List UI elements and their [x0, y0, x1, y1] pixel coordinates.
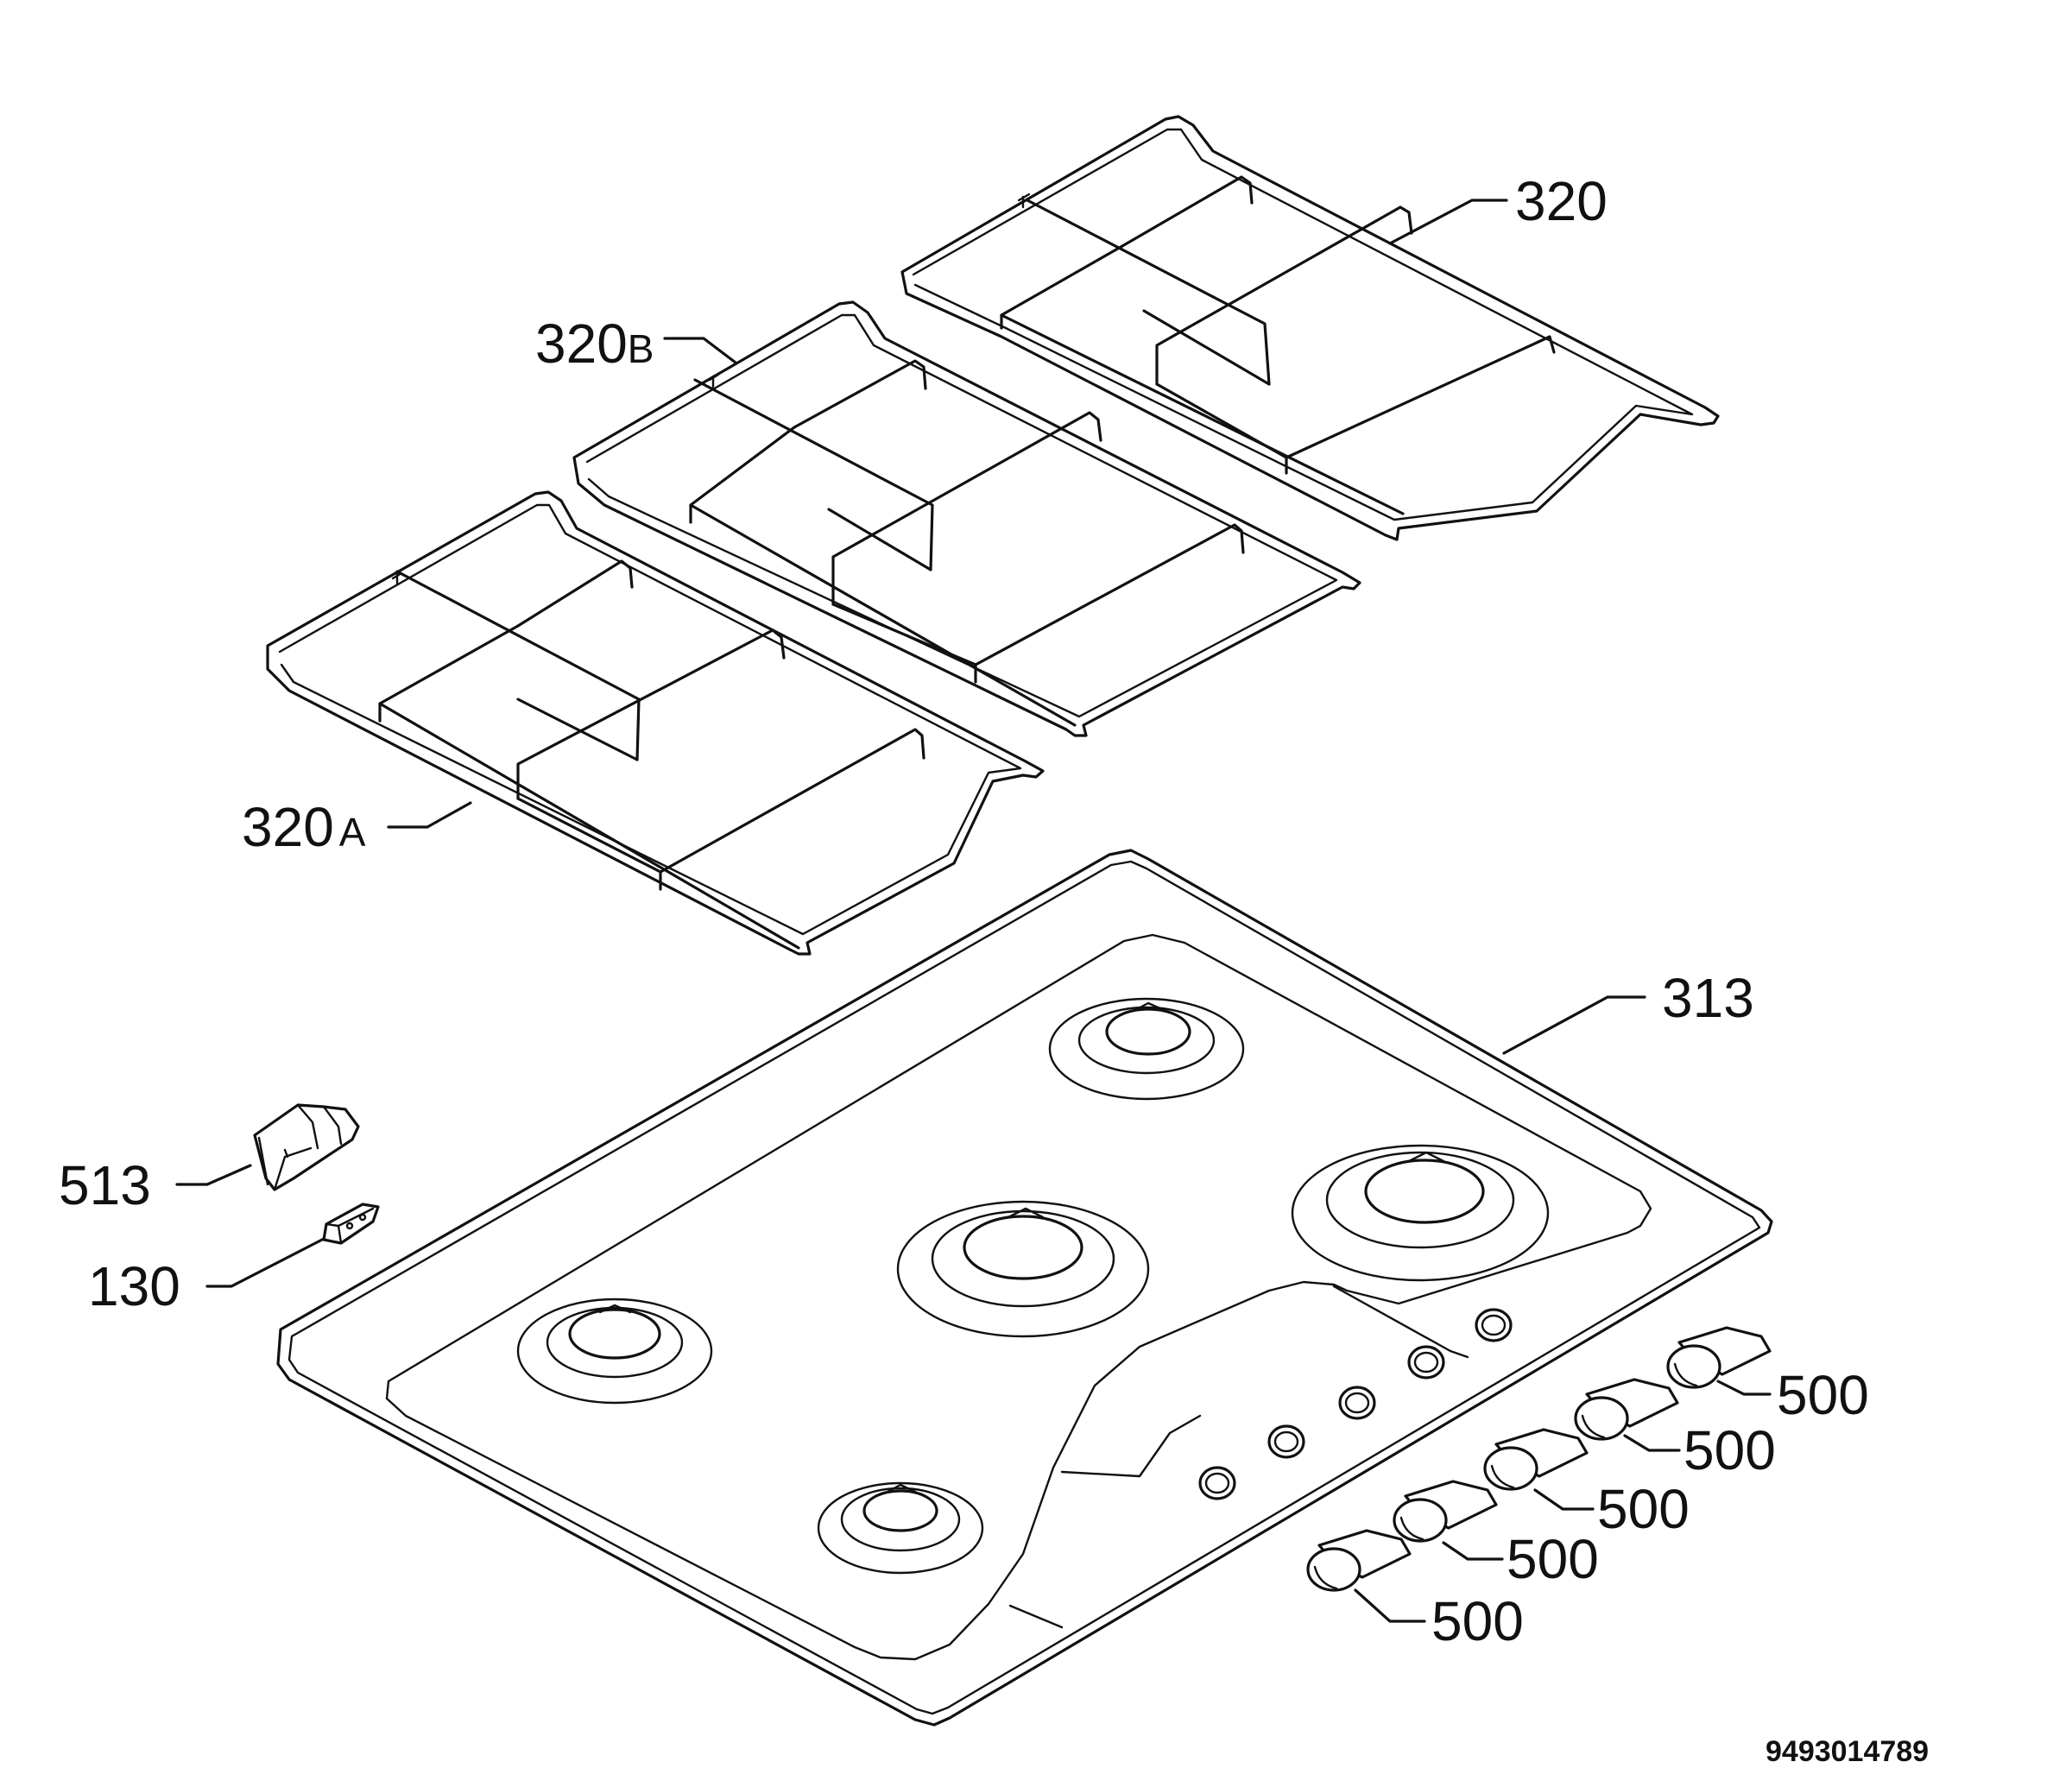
label-513: 513	[59, 1154, 151, 1216]
label-320b-number: 320	[535, 313, 628, 375]
document-number: 9493014789	[1766, 1735, 1929, 1768]
pan-support-320b	[572, 300, 1361, 737]
knob-holes	[1198, 1308, 1513, 1500]
label-320a-number: 320	[242, 796, 334, 858]
clip-130	[322, 1203, 380, 1245]
hob-top-313	[276, 849, 1773, 1727]
label-320: 320	[1515, 170, 1608, 232]
control-knob-2	[1574, 1378, 1679, 1441]
burner-back	[1048, 997, 1245, 1101]
label-320b: 320B	[535, 313, 654, 375]
control-knob-1	[1666, 1326, 1772, 1389]
label-320b-suffix: B	[628, 326, 654, 371]
label-500-knob-3: 500	[1597, 1478, 1690, 1540]
burner-right-large	[1291, 1144, 1550, 1282]
burner-left	[516, 1298, 713, 1405]
pan-support-320a	[266, 490, 1045, 956]
label-320a-suffix: A	[339, 810, 366, 855]
label-500-knob-2: 500	[1684, 1419, 1776, 1481]
control-knob-3	[1483, 1428, 1589, 1491]
pan-support-320	[900, 115, 1720, 541]
leader-lines	[175, 199, 1772, 1623]
burner-front	[817, 1481, 984, 1575]
label-500-knob-5: 500	[1431, 1590, 1524, 1652]
label-500-knob-1: 500	[1777, 1364, 1869, 1426]
control-knob-4	[1393, 1480, 1498, 1543]
bracket-513	[253, 1103, 360, 1191]
burner-center	[896, 1200, 1150, 1338]
label-313: 313	[1662, 967, 1754, 1029]
label-500-knob-4: 500	[1507, 1528, 1599, 1590]
control-knob-5	[1306, 1529, 1412, 1592]
label-130: 130	[88, 1255, 180, 1317]
